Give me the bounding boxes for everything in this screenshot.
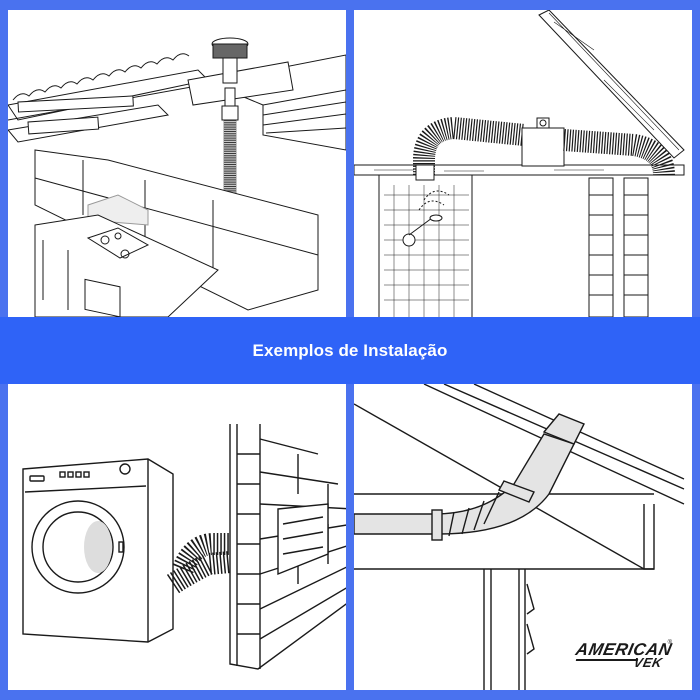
- wall-vent: [277, 503, 329, 576]
- flex-duct-right: [563, 129, 675, 176]
- brick-pillars: [588, 177, 649, 317]
- roof-rafter: [538, 10, 685, 159]
- section-banner: Exemplos de Instalação: [0, 317, 700, 384]
- upper-cabinets: [34, 149, 319, 311]
- shower-head: [402, 190, 450, 247]
- ceiling-beam: [354, 164, 685, 176]
- bathroom-tiles: [384, 185, 469, 317]
- bathroom-installation-illustration: [354, 10, 692, 317]
- american-vek-logo: AMERICAN VEK ®: [574, 640, 674, 674]
- laundry-installation-illustration: [8, 384, 346, 690]
- roof-panels-right: [187, 54, 346, 151]
- inline-fan: [521, 117, 565, 167]
- kitchen-installation-illustration: [8, 10, 346, 317]
- registered-mark: ®: [667, 640, 672, 646]
- roof-vent-cap: [211, 37, 249, 121]
- roof-tiles-left: [8, 53, 259, 143]
- attic-installation-illustration: AMERICAN VEK ®: [354, 384, 692, 690]
- banner-title: Exemplos de Instalação: [252, 340, 448, 360]
- logo-text-bottom: VEK: [632, 655, 664, 670]
- flex-duct: [166, 533, 231, 594]
- lower-counter: [34, 214, 219, 317]
- clothes-dryer: [22, 458, 174, 643]
- logo-underline: [575, 659, 639, 661]
- support-post: [483, 569, 526, 690]
- duct-elbow: [354, 413, 585, 541]
